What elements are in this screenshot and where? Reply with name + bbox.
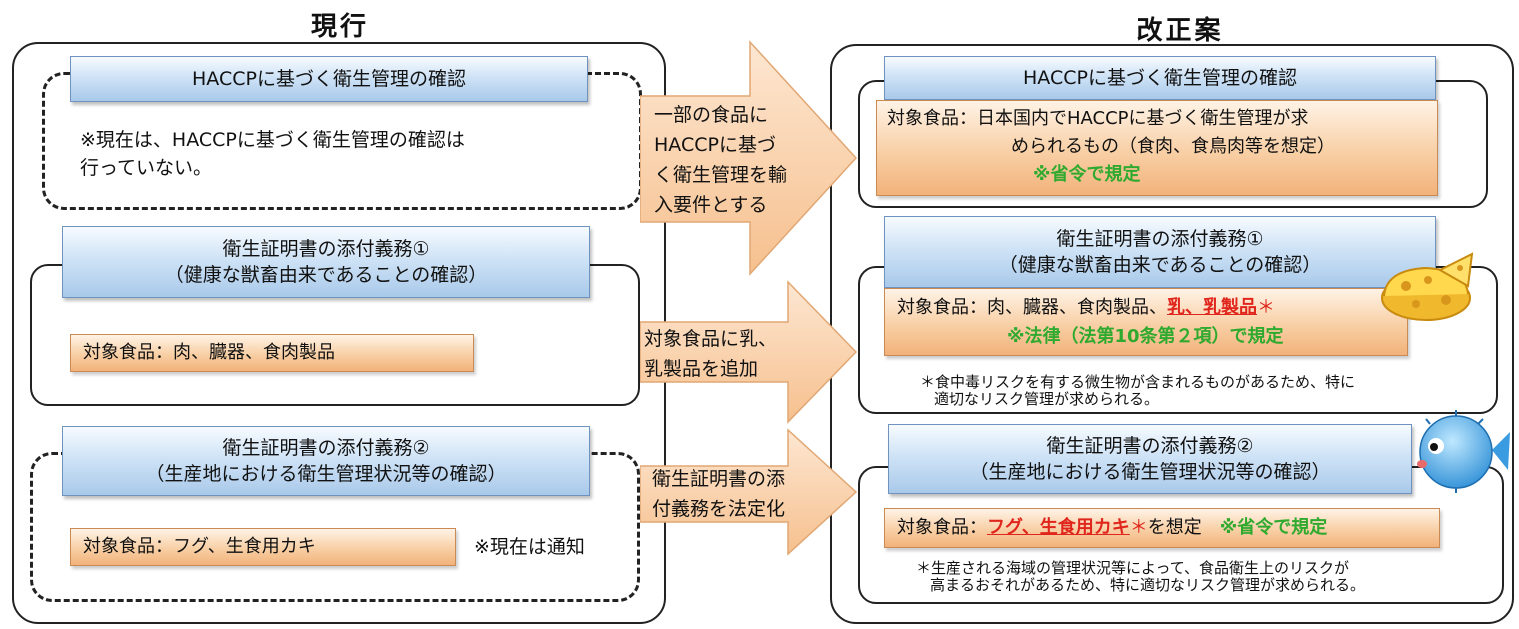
current-cert2-title-line2: （生産地における衛生管理状況等の確認） [145,463,507,485]
proposed-header: 改正案 [1136,16,1224,46]
current-haccp-note-line2: 行っていない。 [80,157,213,179]
arrow-milk-line2: 乳製品を追加 [644,358,759,380]
proposed-cert2-footnote-line1: ＊生産される海域の管理状況等によって、食品衛生上のリスクが [916,559,1350,577]
proposed-cert1-title-line1: 衛生証明書の添付義務① [1056,228,1264,250]
current-cert1-title-line2: （健康な獣畜由来であることの確認） [164,264,488,286]
proposed-haccp-regulation: ※省令で規定 [1033,164,1141,185]
current-cert2-target: 対象食品：フグ、生食用カキ [70,528,456,566]
current-cert1-target: 対象食品：肉、臓器、食肉製品 [70,334,474,372]
arrows-graphic [640,40,858,556]
proposed-haccp-title-text: HACCPに基づく衛生管理の確認 [1023,67,1297,89]
current-haccp-title: HACCPに基づく衛生管理の確認 [70,56,588,102]
arrow-milk-line1: 対象食品に乳、 [644,328,778,350]
arrow-legalize-line1: 衛生証明書の添 [652,468,786,490]
current-cert2-title-line1: 衛生証明書の添付義務② [222,437,430,459]
proposed-cert1-footnote: ＊食中毒リスクを有する微生物が含まれるものがあるため、特に 適切なリスク管理が求… [920,374,1490,408]
arrow-legalize [640,428,858,556]
cheese-icon [1381,252,1474,321]
arrow-haccp [640,40,858,276]
current-cert2-title: 衛生証明書の添付義務② （生産地における衛生管理状況等の確認） [62,426,590,496]
proposed-cert2-target-mark: ＊ [1129,517,1148,538]
current-cert1-title: 衛生証明書の添付義務① （健康な獣畜由来であることの確認） [62,226,590,298]
arrow-milk [640,280,858,424]
current-cert1-title-line1: 衛生証明書の添付義務① [222,238,430,260]
arrow-haccp-label: 一部の食品に HACCPに基づ く衛生管理を輸 入要件とする [654,100,814,220]
current-haccp-note-line1: ※現在は、HACCPに基づく衛生管理の確認は [80,129,465,151]
proposed-cert2-regulation: ※省令で規定 [1219,517,1328,538]
proposed-cert2-target-suffix: を想定 [1147,517,1202,538]
proposed-cert1-title-line2: （健康な獣畜由来であることの確認） [998,254,1322,276]
proposed-haccp-target-line2: められるもの（食肉、食鳥肉等を想定） [1011,136,1335,157]
arrow-haccp-line3: く衛生管理を輸 [654,164,788,186]
arrow-haccp-line1: 一部の食品に [654,104,769,126]
proposed-cert1-footnote-line1: ＊食中毒リスクを有する微生物が含まれるものがあるため、特に [920,373,1356,391]
proposed-cert1-target-prefix: 対象食品：肉、臓器、食肉製品、 [897,297,1167,318]
proposed-cert1-title: 衛生証明書の添付義務① （健康な獣畜由来であることの確認） [884,216,1436,288]
arrow-legalize-label: 衛生証明書の添 付義務を法定化 [652,464,822,524]
current-header: 現行 [310,12,369,42]
arrow-haccp-line4: 入要件とする [654,194,768,216]
proposed-cert1-target: 対象食品：肉、臓器、食肉製品、乳、乳製品＊ ※法律（法第10条第２項）で規定 [884,288,1408,356]
proposed-cert2-target-added: フグ、生食用カキ [987,517,1130,538]
pufferfish-icon [1417,410,1510,493]
proposed-haccp-target: 対象食品：日本国内でHACCPに基づく衛生管理が求 められるもの（食肉、食鳥肉等… [876,100,1438,196]
proposed-cert2-title-line2: （生産地における衛生管理状況等の確認） [969,461,1331,483]
arrow-milk-label: 対象食品に乳、 乳製品を追加 [644,324,824,384]
current-haccp-title-text: HACCPに基づく衛生管理の確認 [192,68,466,90]
proposed-cert2-target-prefix: 対象食品： [897,517,987,538]
proposed-cert1-target-mark: ＊ [1257,297,1275,318]
proposed-cert1-regulation: ※法律（法第10条第２項）で規定 [1007,326,1284,347]
proposed-cert1-target-added: 乳、乳製品 [1167,297,1257,318]
proposed-cert2-footnote: ＊生産される海域の管理状況等によって、食品衛生上のリスクが 高まるおそれがあるた… [916,560,1506,594]
proposed-cert1-footnote-line2: 適切なリスク管理が求められる。 [934,390,1160,408]
proposed-cert2-title: 衛生証明書の添付義務② （生産地における衛生管理状況等の確認） [888,424,1412,494]
proposed-haccp-title: HACCPに基づく衛生管理の確認 [884,56,1436,100]
arrow-haccp-line2: HACCPに基づ [654,134,776,156]
arrow-legalize-line2: 付義務を法定化 [652,498,786,520]
proposed-haccp-target-line1: 対象食品：日本国内でHACCPに基づく衛生管理が求 [887,108,1309,129]
current-cert2-note: ※現在は通知 [474,536,585,558]
proposed-cert2-target: 対象食品：フグ、生食用カキ＊を想定 ※省令で規定 [884,508,1440,548]
current-haccp-note: ※現在は、HACCPに基づく衛生管理の確認は 行っていない。 [80,126,620,182]
proposed-cert2-footnote-line2: 高まるおそれがあるため、特に適切なリスク管理が求められる。 [930,576,1366,594]
proposed-cert2-title-line1: 衛生証明書の添付義務② [1046,435,1254,457]
